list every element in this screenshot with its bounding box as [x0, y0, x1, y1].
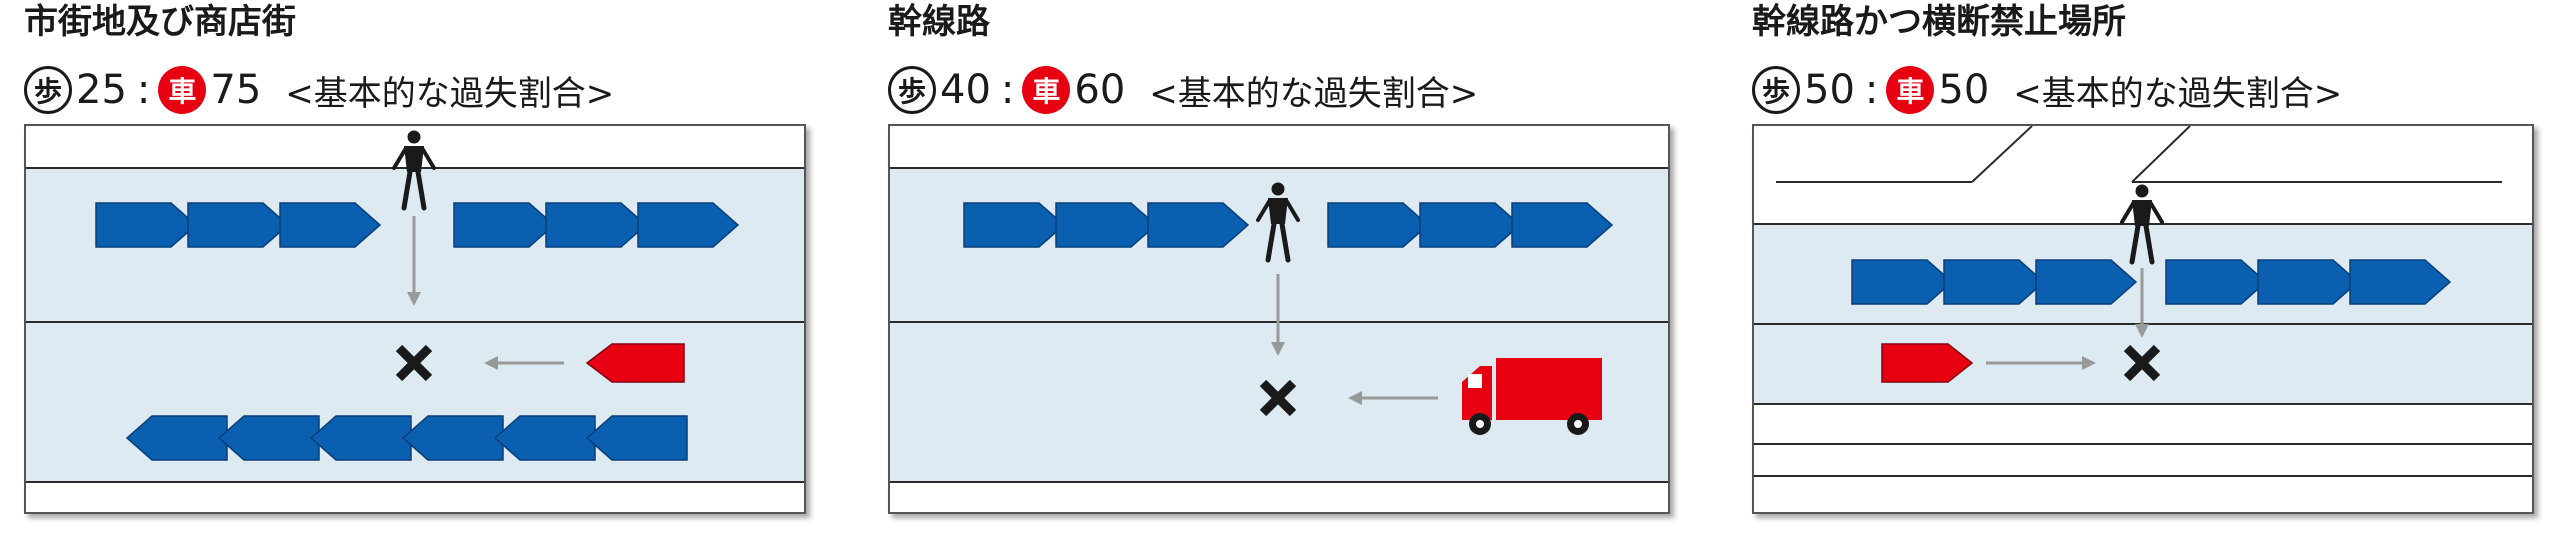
traffic-arrow-right — [1943, 259, 2046, 305]
ratio-separator: : — [1864, 67, 1879, 113]
arrow-head — [1271, 342, 1285, 356]
traffic-arrow-right — [1327, 202, 1430, 248]
ratio-separator: : — [136, 67, 151, 113]
accident-diagram — [24, 124, 806, 514]
traffic-arrow-left — [217, 415, 320, 461]
traffic-arrow-right — [545, 202, 648, 248]
traffic-arrow-left — [125, 415, 228, 461]
arrow-head — [484, 356, 498, 370]
pedestrian-badge: 歩 — [24, 66, 72, 114]
traffic-arrow-left — [585, 415, 688, 461]
truck-cargo — [1496, 358, 1602, 420]
traffic-arrow-right — [1851, 259, 1954, 305]
ratio-note: <基本的な過失割合> — [2013, 73, 2343, 114]
traffic-arrow-right — [963, 202, 1066, 248]
truck-icon — [1462, 358, 1602, 435]
fault-ratio: 歩 40 : 車 60 <基本的な過失割合> — [888, 62, 1478, 118]
pedestrian-ratio: 40 — [940, 67, 991, 113]
traffic-arrow-right — [187, 202, 290, 248]
ratio-note: <基本的な過失割合> — [1149, 73, 1479, 114]
car-badge: 車 — [1886, 66, 1935, 114]
collision-x-icon — [2123, 344, 2161, 382]
pedestrian-icon — [1256, 182, 1300, 263]
accident-diagram — [1752, 124, 2534, 514]
car-icon — [1881, 343, 1974, 383]
collision-x-icon — [395, 344, 433, 382]
road-diagram — [26, 130, 804, 483]
pedestrian-icon — [392, 130, 436, 211]
road-diagram — [1754, 126, 2532, 477]
panel-title: 幹線路 — [888, 2, 990, 42]
ratio-note: <基本的な過失割合> — [285, 73, 615, 114]
arrow-head — [2135, 324, 2149, 338]
traffic-arrow-right — [2349, 259, 2452, 305]
panel-main-road: 幹線路 歩 40 : 車 60 <基本的な過失割合> — [888, 0, 1708, 534]
traffic-arrow-right — [1055, 202, 1158, 248]
panel-title: 幹線路かつ横断禁止場所 — [1752, 2, 2126, 42]
panel-main-road-no-crossing: 幹線路かつ横断禁止場所 歩 50 : 車 50 <基本的な過失割合> — [1752, 0, 2560, 534]
car-badge: 車 — [158, 66, 207, 114]
arrow-head — [407, 292, 421, 306]
pedestrian-badge: 歩 — [1752, 66, 1800, 114]
traffic-arrow-right — [2165, 259, 2268, 305]
traffic-arrow-right — [2257, 259, 2360, 305]
traffic-arrow-left — [493, 415, 596, 461]
traffic-arrow-right — [2035, 259, 2138, 305]
road-diagram — [890, 167, 1668, 483]
fault-ratio: 歩 25 : 車 75 <基本的な過失割合> — [24, 62, 614, 118]
car-ratio: 75 — [210, 67, 262, 113]
traffic-arrow-right — [637, 202, 740, 248]
car-ratio: 60 — [1074, 67, 1126, 113]
fault-ratio: 歩 50 : 車 50 <基本的な過失割合> — [1752, 62, 2342, 118]
traffic-arrow-left — [401, 415, 504, 461]
traffic-arrow-right — [1419, 202, 1522, 248]
side-road-line — [2131, 126, 2191, 183]
arrow-head — [1348, 391, 1362, 405]
traffic-arrow-right — [95, 202, 198, 248]
traffic-arrow-left — [309, 415, 412, 461]
pedestrian-ratio: 50 — [1804, 67, 1855, 113]
car-badge: 車 — [1022, 66, 1071, 114]
traffic-arrow-right — [453, 202, 556, 248]
side-road-line — [1971, 126, 2033, 183]
pedestrian-icon — [2120, 184, 2164, 265]
car-ratio: 50 — [1938, 67, 1990, 113]
accident-diagram — [888, 124, 1670, 514]
car-icon — [585, 343, 685, 383]
panel-shopping-district: 市街地及び商店街 歩 25 : 車 75 <基本的な過失割合> — [24, 0, 844, 534]
collision-x-icon — [1259, 379, 1297, 417]
pedestrian-ratio: 25 — [76, 67, 127, 113]
ratio-separator: : — [1000, 67, 1015, 113]
road-surface — [1754, 224, 2532, 404]
traffic-arrow-right — [1511, 202, 1614, 248]
panel-title: 市街地及び商店街 — [24, 2, 296, 42]
arrow-head — [2082, 356, 2096, 370]
truck-window — [1468, 374, 1482, 388]
traffic-arrow-right — [279, 202, 382, 248]
traffic-arrow-right — [1147, 202, 1250, 248]
pedestrian-badge: 歩 — [888, 66, 936, 114]
